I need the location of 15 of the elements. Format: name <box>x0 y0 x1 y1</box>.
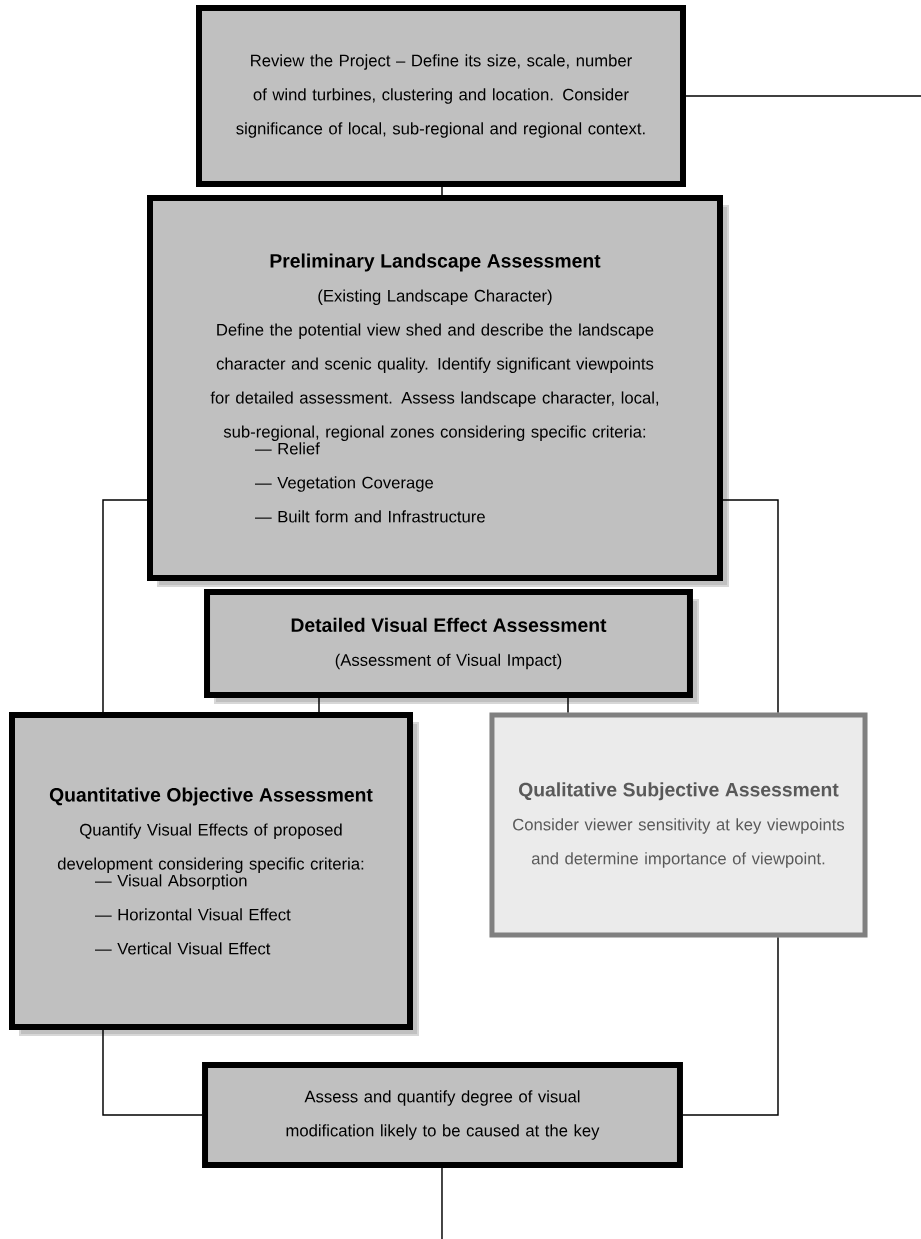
connector-line <box>102 1029 203 1116</box>
connector-line <box>685 95 921 97</box>
process-box: Quantitative Objective Assessment Quantify Visual Effects of proposed development considering specific criteria: — Visual Absorption — Horizontal Visual Effect — Vertical Visual Effect <box>9 712 419 1036</box>
connector-line <box>682 936 779 1116</box>
process-box: Preliminary Landscape Assessment (Existing Landscape Character) Define the potential view shed and describe the landscape character and scenic quality. Identify significant viewpoints for detailed assessment. Assess landscape character, local, sub-regional, regional zones considering specific criteria: — Relief — Vegetation Coverage — Built form and Infrastructure <box>147 195 729 587</box>
connector-line <box>441 1167 443 1239</box>
connector-line <box>567 697 569 714</box>
connector-line <box>722 499 779 714</box>
process-box: Detailed Visual Effect Assessment (Assessment of Visual Impact) <box>204 589 699 704</box>
connector-line <box>102 499 148 713</box>
connector-line <box>318 697 320 713</box>
connector-line <box>441 186 443 196</box>
process-box: Qualitative Subjective Assessment Consider viewer sensitivity at key viewpoints and determine importance of viewpoint. <box>489 712 868 938</box>
process-box: Assess and quantify degree of visual modification likely to be caused at the key <box>202 1062 683 1168</box>
process-box: Review the Project – Define its size, scale, number of wind turbines, clustering and location. Consider significance of local, sub-regional and regional context. <box>196 5 686 187</box>
